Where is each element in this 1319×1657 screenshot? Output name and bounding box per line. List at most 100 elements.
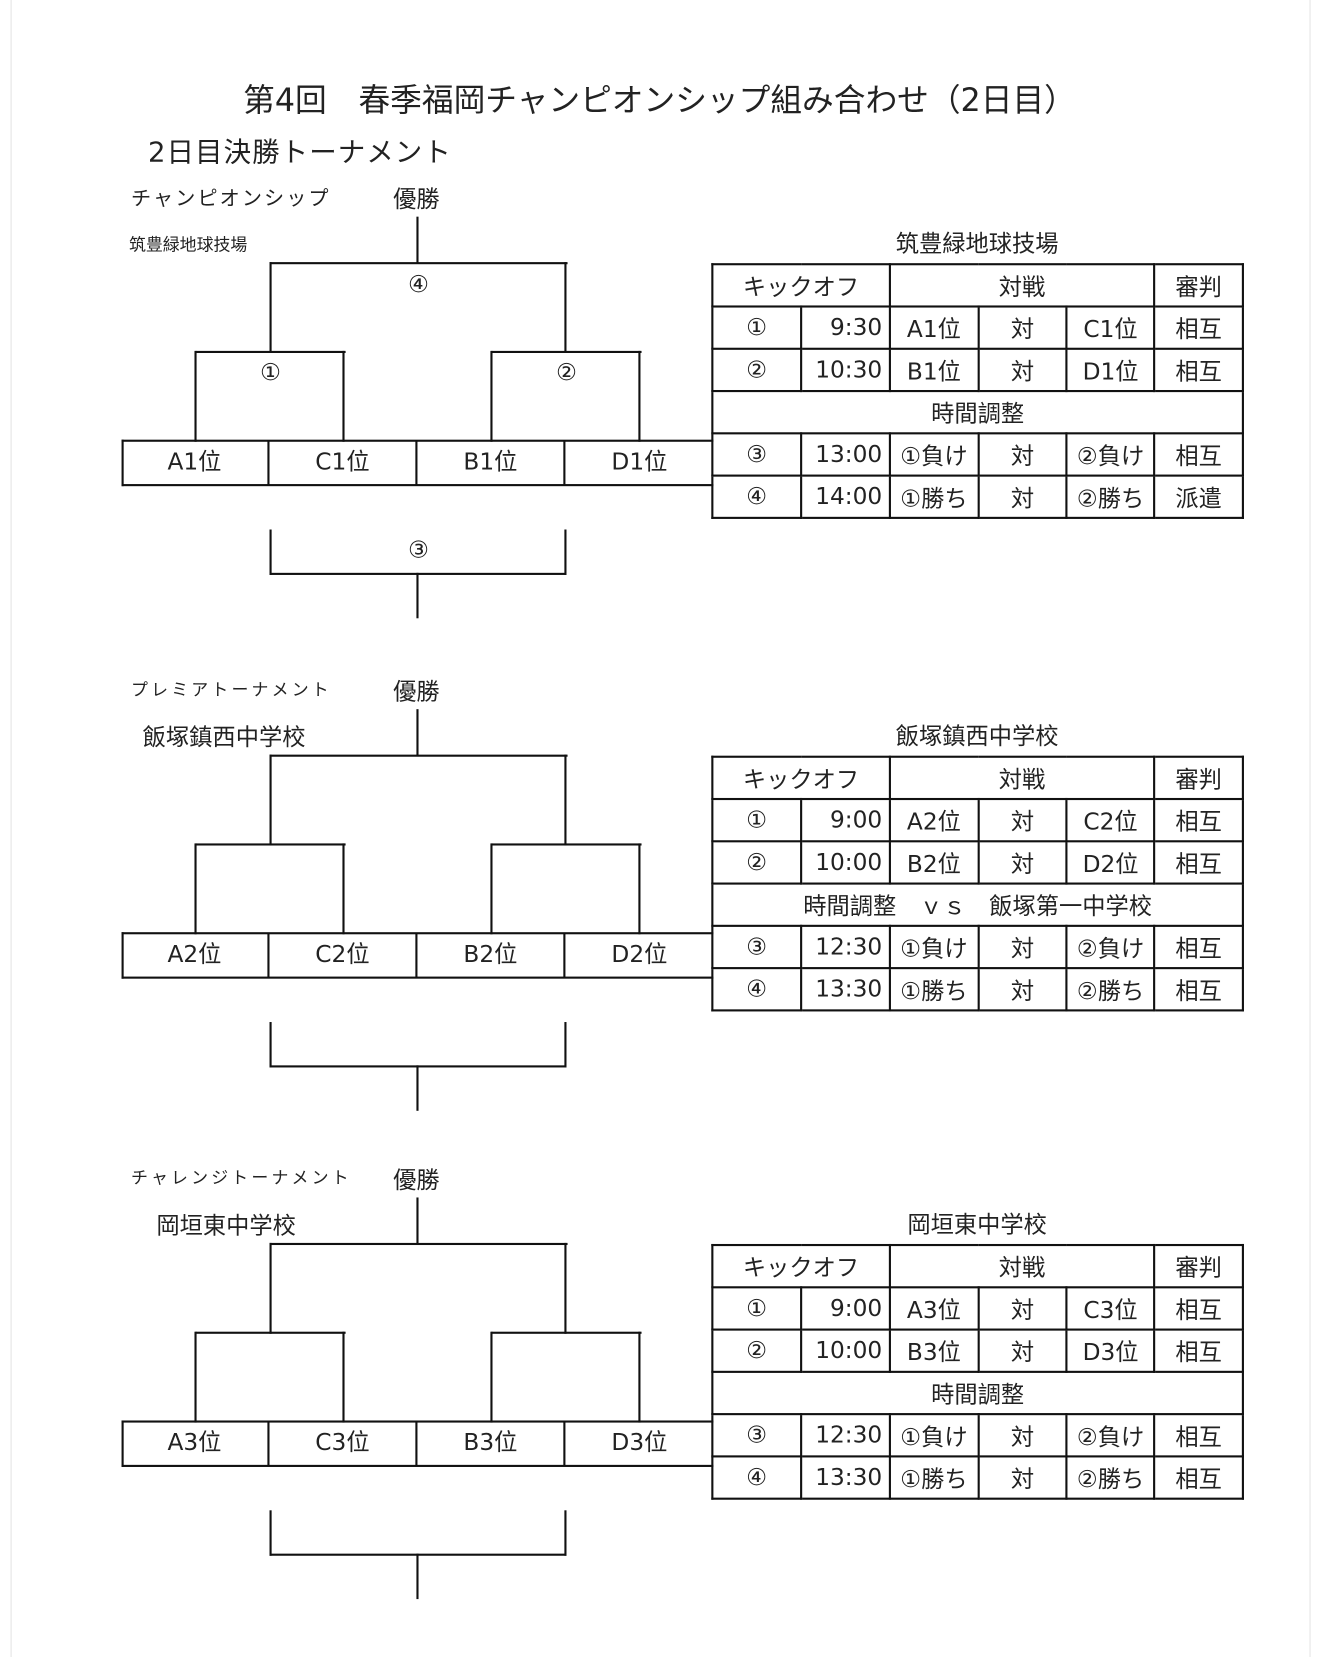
cell-home: ①負け xyxy=(888,1413,980,1458)
bracket-line xyxy=(564,1022,567,1068)
team-slot: B1位 xyxy=(417,440,566,486)
cell-home: ①勝ち xyxy=(888,474,980,519)
cell-no: ② xyxy=(711,1328,802,1373)
cell-away: C2位 xyxy=(1065,797,1156,843)
bracket-line xyxy=(638,843,641,935)
team-slot: A3位 xyxy=(122,1421,270,1466)
cell-time: 13:30 xyxy=(799,967,891,1012)
cell-ref: 派遣 xyxy=(1153,474,1244,519)
bracket-line xyxy=(342,1331,345,1423)
table-header-row: キックオフ対戦審判 xyxy=(711,755,1244,801)
bracket-line xyxy=(269,262,568,265)
cell-home: A1位 xyxy=(888,305,980,350)
venue-title: 筑豊緑地球技場 xyxy=(895,231,1059,258)
bracket-line xyxy=(269,1022,272,1068)
cell-no: ② xyxy=(711,347,802,393)
cell-no: ① xyxy=(711,1286,802,1331)
match-label-final: ④ xyxy=(408,272,429,299)
cell-vs: 対 xyxy=(977,1286,1068,1331)
bracket-line xyxy=(195,843,346,846)
cell-home: ①勝ち xyxy=(888,967,980,1012)
cell-away: D2位 xyxy=(1065,840,1156,885)
cell-home: A3位 xyxy=(888,1286,980,1331)
bracket-line xyxy=(194,843,197,935)
cell-vs: 対 xyxy=(977,797,1068,843)
table-header-row: キックオフ対戦審判 xyxy=(711,1243,1244,1289)
cell-no: ④ xyxy=(711,967,802,1012)
bracket-line xyxy=(269,754,568,757)
venue-title: 飯塚鎮西中学校 xyxy=(895,723,1059,751)
team-slot: D1位 xyxy=(611,449,668,476)
bracket-line xyxy=(564,529,567,575)
cell-ref: 相互 xyxy=(1153,1328,1244,1373)
cell-home: ①勝ち xyxy=(888,1455,980,1500)
team-slot: A2位 xyxy=(122,933,270,978)
bracket-line xyxy=(269,754,272,846)
cell-ref: 相互 xyxy=(1153,1413,1244,1458)
cell-ref: 相互 xyxy=(1153,432,1244,477)
cell-vs: 対 xyxy=(977,347,1068,393)
bracket-line xyxy=(416,1065,419,1111)
header-kickoff: キックオフ xyxy=(711,263,891,308)
cell-home: B3位 xyxy=(888,1328,980,1373)
team-slot: C1位 xyxy=(270,440,418,486)
cell-time: 10:30 xyxy=(799,347,891,393)
header-match: 対戦 xyxy=(888,1243,1156,1289)
bracket-line xyxy=(269,1242,568,1246)
bracket-line xyxy=(416,709,419,756)
note-row: 時間調整 ｖｓ 飯塚第一中学校 xyxy=(711,882,1244,927)
team-slot: D3位 xyxy=(611,1429,668,1457)
cell-home: ①負け xyxy=(888,432,980,477)
cell-time: 9:30 xyxy=(799,305,891,350)
bracket-line xyxy=(638,350,641,442)
bracket-line xyxy=(564,262,567,354)
cell-ref: 相互 xyxy=(1153,797,1244,843)
cell-away: ②負け xyxy=(1065,924,1156,970)
bracket-line xyxy=(416,1553,419,1600)
match-label-third-place: ③ xyxy=(408,537,429,564)
bracket-line xyxy=(416,216,419,264)
tournament-name: プレミアトーナメント xyxy=(131,679,332,700)
team-slot: D2位 xyxy=(611,941,668,969)
cell-no: ③ xyxy=(711,924,802,970)
cell-away: D3位 xyxy=(1065,1328,1156,1373)
bracket-line xyxy=(342,843,345,935)
bracket-line xyxy=(195,1331,346,1334)
match-label-semi-1: ① xyxy=(260,359,281,387)
cell-ref: 相互 xyxy=(1153,1286,1244,1331)
cell-ref: 相互 xyxy=(1153,924,1244,970)
tournament-name: チャンピオンシップ xyxy=(131,187,331,211)
cell-away: D1位 xyxy=(1065,347,1156,393)
winner-label: 優勝 xyxy=(393,679,440,707)
header-match: 対戦 xyxy=(888,263,1156,308)
bracket-line xyxy=(564,1510,567,1556)
cell-vs: 対 xyxy=(977,1455,1068,1500)
venue-title: 岡垣東中学校 xyxy=(907,1212,1047,1239)
team-slot: C3位 xyxy=(270,1421,418,1466)
page-frame xyxy=(10,0,1311,1657)
team-slot: A1位 xyxy=(122,440,270,486)
bracket-line xyxy=(342,350,345,442)
team-slot: B3位 xyxy=(417,1421,566,1466)
cell-away: C3位 xyxy=(1065,1286,1156,1331)
cell-vs: 対 xyxy=(977,432,1068,477)
venue-label: 飯塚鎮西中学校 xyxy=(142,725,306,752)
cell-vs: 対 xyxy=(977,967,1068,1012)
cell-no: ④ xyxy=(711,1455,802,1500)
cell-no: ③ xyxy=(711,1413,802,1458)
schedule-note: 時間調整 xyxy=(711,389,1244,435)
cell-time: 12:30 xyxy=(799,1413,891,1458)
note-row: 時間調整 xyxy=(711,1370,1244,1416)
